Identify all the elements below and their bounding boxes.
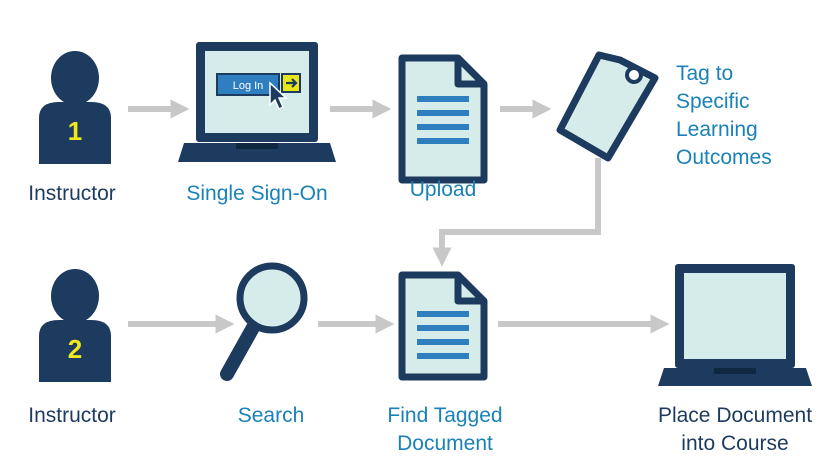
place-label-line: Place Document — [657, 404, 813, 427]
step-number: 2 — [68, 334, 82, 364]
find-label-line: Find Tagged — [387, 404, 503, 427]
tag-label-line: Learning — [676, 118, 758, 141]
login-button: Log In — [216, 73, 280, 96]
arrows — [128, 99, 670, 334]
person-icon: 2 — [39, 269, 111, 382]
go-arrow-icon — [281, 73, 301, 93]
step-number: 1 — [68, 116, 82, 146]
tag-icon — [556, 51, 659, 162]
cursor-icon — [269, 81, 288, 111]
arrow-tag-to-find — [432, 158, 601, 267]
person-icon: 1 — [39, 51, 111, 164]
instructor-label: Instructor — [28, 404, 116, 427]
sso-label: Single Sign-On — [186, 182, 328, 205]
svg-text:Log In: Log In — [233, 80, 264, 92]
instructor-label: Instructor — [28, 182, 116, 205]
laptop-icon: Log In — [178, 42, 336, 162]
place-label-line: into Course — [681, 432, 789, 455]
find-tagged-label: Find Tagged Document — [360, 402, 530, 458]
upload-label: Upload — [409, 178, 477, 201]
tag-label: Tag to Specific Learning Outcomes — [676, 60, 772, 172]
tag-label-line: Tag to — [676, 62, 734, 85]
place-document-label: Place Document into Course — [632, 402, 838, 458]
tag-label-line: Specific — [676, 90, 750, 113]
tag-label-line: Outcomes — [676, 146, 772, 169]
magnifier-icon — [220, 262, 308, 381]
find-label-line: Document — [397, 432, 493, 455]
search-label: Search — [237, 404, 305, 427]
document-icon — [398, 271, 488, 381]
document-icon — [398, 54, 488, 184]
laptop-icon — [658, 264, 812, 386]
